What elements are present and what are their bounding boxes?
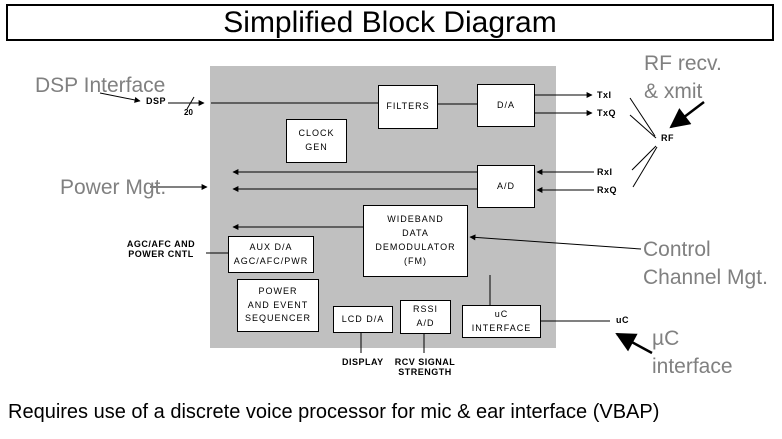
dsp-bus-slash — [186, 96, 195, 110]
rf-diagonal-rxq — [632, 146, 658, 188]
block-wideband-demodulator: WIDEBAND DATA DEMODULATOR (FM) — [363, 205, 468, 277]
callout-dsp-interface: DSP Interface — [35, 74, 166, 97]
control-callout-arrow — [469, 234, 642, 250]
label-uc: uC — [616, 315, 629, 325]
rf-callout-arrow — [669, 101, 705, 129]
dsp-callout-arrow — [99, 92, 141, 103]
block-clock-gen: CLOCK GEN — [286, 119, 347, 163]
title-box: Simplified Block Diagram — [6, 4, 774, 41]
label-display: DISPLAY — [342, 357, 384, 367]
callout-rf-recv-xmit: RF recv. & xmit — [644, 52, 722, 103]
label-rcv-signal-strength: RCV SIGNAL STRENGTH — [394, 357, 456, 377]
block-lcd-da: LCD D/A — [333, 306, 393, 333]
callout-power-mgt: Power Mgt. — [60, 176, 167, 199]
block-power-sequencer: POWER AND EVENT SEQUENCER — [237, 279, 319, 332]
callout-uc-interface: µC interface — [652, 327, 733, 378]
label-agc-afc-power-cntl: AGC/AFC AND POWER CNTL — [126, 239, 196, 259]
label-dsp: DSP — [146, 96, 167, 106]
label-rf: RF — [661, 133, 674, 143]
block-uc-interface: uC INTERFACE — [462, 305, 541, 338]
block-rssi-ad: RSSI A/D — [400, 300, 451, 334]
label-txq: TxQ — [597, 108, 617, 118]
label-rxi: RxI — [597, 167, 613, 177]
page-title: Simplified Block Diagram — [223, 5, 557, 39]
label-rxq: RxQ — [597, 185, 618, 195]
rf-diagonal-txi — [629, 97, 656, 137]
block-da: D/A — [477, 84, 535, 127]
label-bus-width: 20 — [184, 108, 193, 117]
block-ad: A/D — [477, 165, 535, 208]
label-txi: TxI — [597, 90, 612, 100]
rf-diagonal-rxi — [631, 145, 657, 171]
callout-control-channel-mgt: Control Channel Mgt. — [643, 238, 768, 289]
rf-diagonal-txq — [629, 114, 657, 139]
block-aux-da: AUX D/A AGC/AFC/PWR — [228, 236, 314, 273]
block-filters: FILTERS — [378, 85, 438, 129]
uc-callout-arrow — [615, 332, 653, 355]
caption: Requires use of a discrete voice process… — [8, 401, 660, 423]
